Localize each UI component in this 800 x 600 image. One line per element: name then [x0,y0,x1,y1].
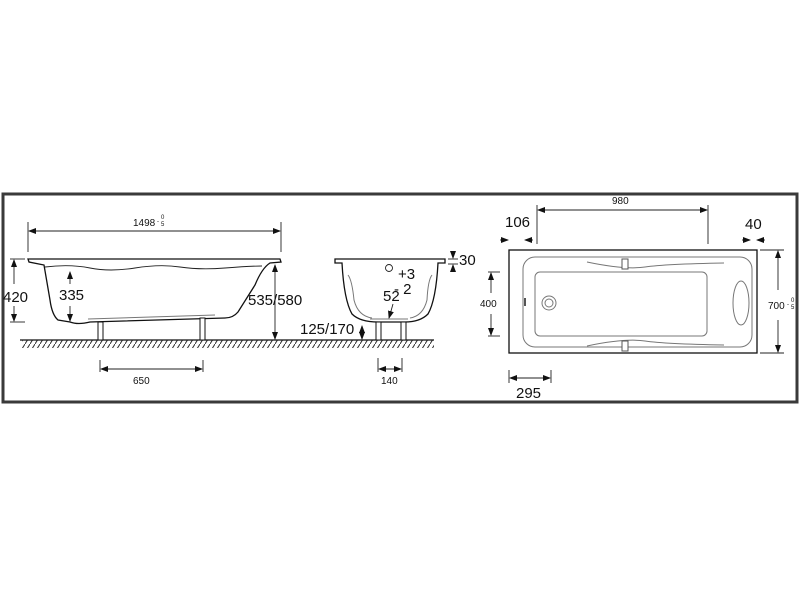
drain-dim-label: 52 [383,288,400,305]
tol-plus-label: +3 [398,266,415,283]
length-tol-upper: 0 [161,215,165,221]
end-leg-spacing-label: 140 [381,376,398,387]
drain-dim-leader [388,303,394,319]
top-inner-edge [522,256,753,348]
top-outer-rim [508,249,758,354]
overflow-mark [524,298,526,306]
leg-spacing-label: 650 [133,376,150,387]
right-offset-label: 40 [745,216,762,233]
width-tol-minus: - [787,302,789,308]
drawing-frame [1,192,799,404]
end-leg-left [375,321,382,341]
end-inner-left [347,274,373,319]
handle-contour-bottom [586,339,725,347]
end-view: 30 +3 - 2 52 125/170 140 [300,251,476,387]
drain-inner [544,298,554,308]
side-base [87,314,216,320]
rim-thickness-label: 30 [459,252,476,269]
length-tol-lower: 5 [161,222,165,228]
drain-icon [541,295,557,311]
length-tol-minus: - [157,219,159,225]
floor-hatch [22,340,434,348]
drain-offset-label: 295 [516,385,541,402]
side-water-line [44,265,263,271]
inner-width-label: 400 [480,299,497,310]
width-tol-upper: 0 [791,298,795,304]
height-outer-label: 420 [3,289,28,306]
handle-bottom [621,340,629,352]
overflow-hole [385,264,393,272]
depth-label: 335 [59,287,84,304]
length-label: 1498 [133,218,156,229]
inner-length-label: 980 [612,196,629,207]
handle-top [621,258,629,270]
side-leg-left [97,321,104,341]
top-view: 980 106 40 400 700 - 0 5 295 [480,196,795,402]
leg-height-label: 125/170 [300,321,354,338]
width-label: 700 [768,301,785,312]
total-height-label: 535/580 [248,292,302,309]
width-tol-lower: 5 [791,305,795,311]
left-offset-label: 106 [505,214,530,231]
side-leg-right [199,317,206,341]
side-tub-outline [27,258,282,325]
end-leg-right [400,321,407,341]
handle-contour-top [586,261,725,269]
top-basin [534,271,708,337]
end-inner-right [409,274,433,319]
side-view: 1498 - 0 5 420 335 535/580 650 [3,215,434,387]
tol-minus-label: - 2 [394,281,412,298]
headrest [732,280,750,326]
